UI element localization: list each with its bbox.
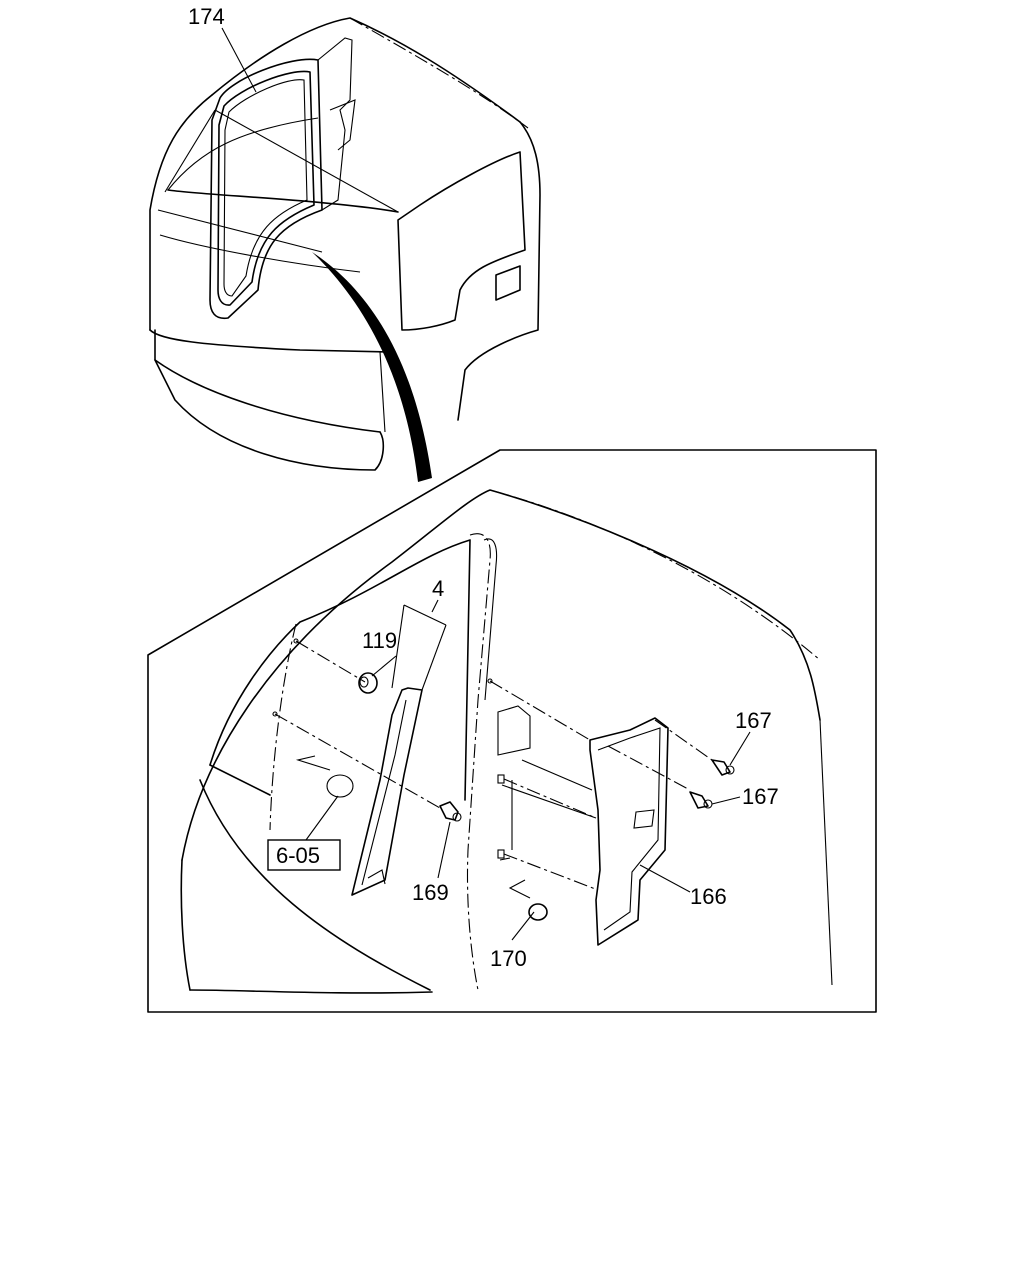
- screw-169: [439, 801, 462, 822]
- cap-170: [528, 903, 548, 921]
- callout-4: 4: [432, 576, 444, 601]
- callout-167-top: 167: [735, 708, 772, 733]
- leader-4: [431, 599, 439, 613]
- leader-119: [371, 655, 397, 677]
- leader-605: [305, 795, 339, 841]
- leader-167a: [729, 731, 751, 766]
- leader-167b: [711, 796, 741, 805]
- clip-119: [358, 672, 378, 694]
- leader-170: [511, 911, 535, 941]
- leader-174: [221, 27, 257, 93]
- callout-166: 166: [690, 884, 727, 909]
- leader-166: [639, 864, 691, 893]
- callout-119: 119: [362, 628, 397, 653]
- cab-overview: [149, 17, 541, 471]
- screw-167b: [689, 791, 713, 809]
- callout-170: 170: [490, 946, 527, 971]
- screw-167a: [711, 759, 735, 776]
- zoom-arrow: [312, 252, 432, 482]
- reference-6-05[interactable]: 6-05: [276, 843, 320, 868]
- callout-174: 174: [188, 4, 225, 29]
- detail-frame: [147, 449, 877, 1013]
- ref-box-6-05: [267, 839, 341, 871]
- leader-169: [437, 821, 451, 879]
- cab-detail: [180, 489, 833, 994]
- callout-169: 169: [412, 880, 449, 905]
- callout-167-bottom: 167: [742, 784, 779, 809]
